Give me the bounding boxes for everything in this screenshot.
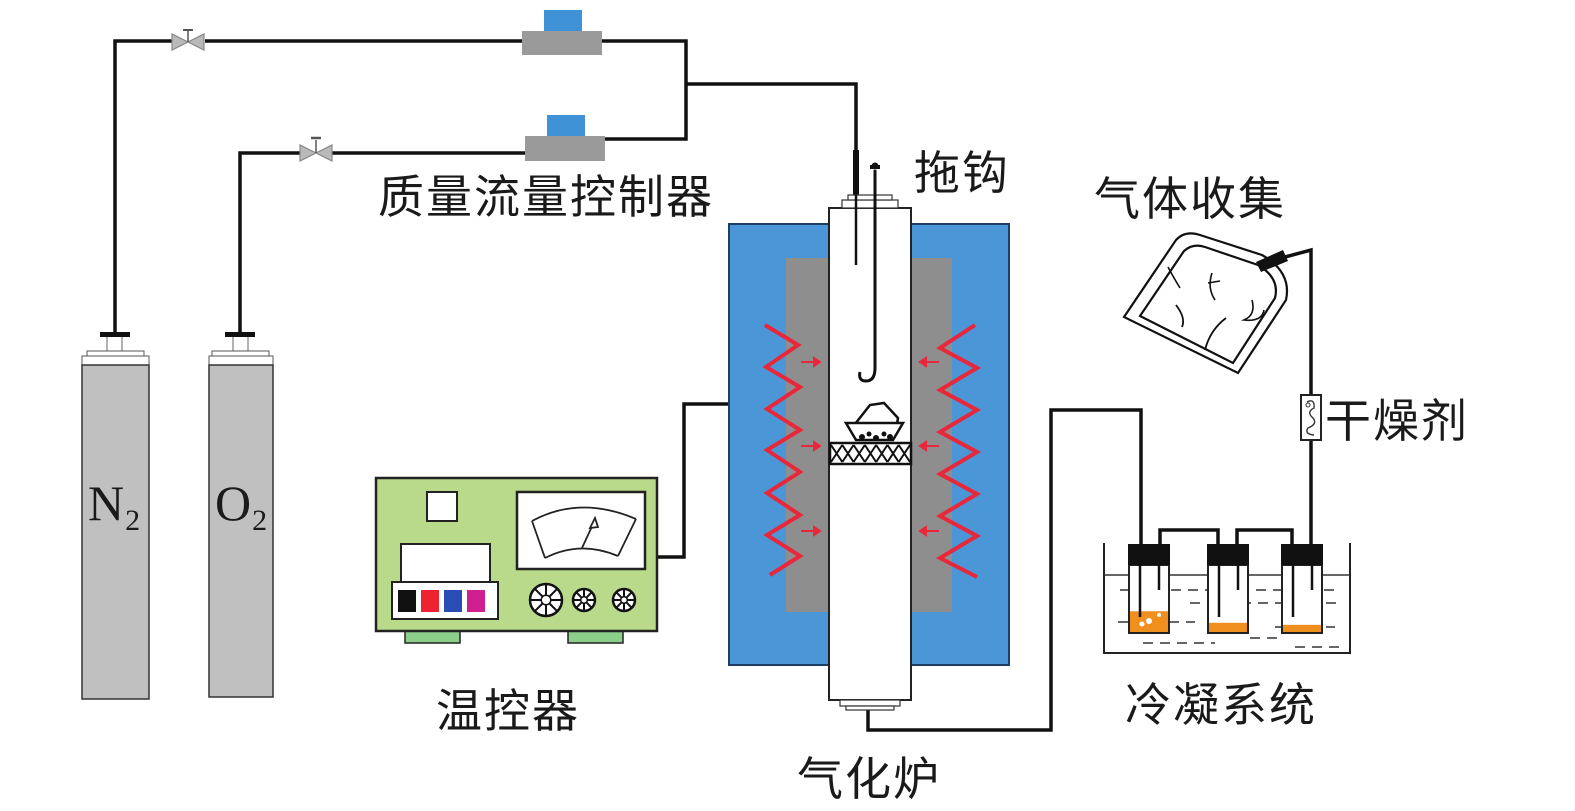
knob-icon[interactable] bbox=[528, 582, 564, 618]
valve-body-left bbox=[299, 144, 318, 162]
mass-flow-controller-n2 bbox=[522, 10, 602, 55]
controller-color-button[interactable] bbox=[421, 590, 439, 612]
controller-knobs[interactable] bbox=[528, 582, 637, 618]
condensation-system bbox=[1103, 543, 1351, 654]
label-drag-hook: 拖钩 bbox=[914, 146, 1010, 200]
meter-gauge-icon bbox=[531, 506, 637, 559]
gasifier-furnace bbox=[728, 162, 1010, 711]
controller-indicator-window bbox=[426, 491, 458, 522]
controller-color-button[interactable] bbox=[467, 590, 485, 612]
controller-color-buttons bbox=[398, 590, 485, 612]
condensate-liquid bbox=[1283, 624, 1321, 632]
o2-pipe bbox=[238, 151, 300, 332]
gas-bag-valve bbox=[1256, 250, 1288, 272]
knob-icon[interactable] bbox=[571, 587, 597, 613]
o2-element: O bbox=[215, 475, 252, 531]
label-gasifier: 气化炉 bbox=[797, 752, 941, 806]
gas-piping bbox=[113, 39, 1313, 732]
gas-collection-bag-icon[interactable] bbox=[1122, 232, 1289, 375]
condenser-bottle bbox=[1207, 544, 1249, 634]
cold-bath bbox=[1103, 543, 1351, 654]
heat-arrows bbox=[801, 356, 939, 537]
cylinder-valve-handle bbox=[100, 332, 130, 337]
heater-coil-right bbox=[935, 323, 982, 579]
condenser-bottle bbox=[1281, 544, 1323, 634]
temperature-controller bbox=[374, 476, 659, 644]
n2-pipe bbox=[113, 39, 175, 332]
controller-meter bbox=[515, 490, 647, 571]
n2-element: N bbox=[88, 475, 125, 531]
heater-coil-left bbox=[762, 323, 804, 577]
reactor-top-cap bbox=[847, 194, 893, 201]
cylinder-body bbox=[81, 364, 150, 700]
mass-flow-controller-o2 bbox=[525, 115, 605, 161]
cylinder-valve-handle bbox=[225, 332, 255, 337]
condenser-link-2 bbox=[1235, 528, 1294, 548]
thermocouple-wire bbox=[658, 402, 765, 559]
gasifier-outlet-pipe bbox=[866, 408, 1143, 732]
sample-basket-icon bbox=[843, 401, 906, 442]
controller-color-button[interactable] bbox=[444, 590, 462, 612]
drag-hook-icon[interactable] bbox=[858, 162, 880, 383]
n2-valve[interactable] bbox=[171, 29, 205, 51]
label-o2: O2 bbox=[215, 478, 267, 536]
valve-body-left bbox=[171, 33, 190, 51]
o2-valve[interactable] bbox=[299, 136, 333, 162]
o2-cylinder bbox=[208, 332, 274, 698]
condenser-bottles bbox=[1128, 544, 1323, 634]
mfc-display bbox=[544, 10, 582, 31]
condenser-to-bag-pipe bbox=[1284, 247, 1313, 548]
knob-icon[interactable] bbox=[611, 587, 637, 613]
label-temperature-controller: 温控器 bbox=[436, 684, 580, 738]
label-mass-flow-controller: 质量流量控制器 bbox=[378, 170, 714, 224]
controller-display bbox=[400, 543, 491, 585]
label-gas-collection: 气体收集 bbox=[1094, 172, 1286, 226]
mfc-display bbox=[547, 115, 585, 136]
valve-body-right bbox=[314, 144, 333, 162]
desiccant-tube-icon bbox=[1300, 394, 1322, 441]
reactor-bottom-cap bbox=[845, 705, 895, 711]
condensate-liquid bbox=[1209, 622, 1247, 632]
mfc-merge-pipe bbox=[601, 39, 688, 141]
label-n2: N2 bbox=[88, 478, 140, 536]
controller-color-button[interactable] bbox=[398, 590, 416, 612]
condenser-bottle bbox=[1128, 544, 1170, 634]
o2-subscript: 2 bbox=[252, 504, 268, 537]
condenser-link-1 bbox=[1158, 528, 1220, 548]
mfc-body bbox=[522, 31, 602, 55]
valve-body-right bbox=[186, 33, 205, 51]
n2-subscript: 2 bbox=[125, 504, 141, 537]
n2-cylinder bbox=[81, 332, 150, 700]
label-desiccant: 干燥剂 bbox=[1325, 394, 1469, 448]
cylinder-body bbox=[208, 364, 274, 698]
label-condensation-system: 冷凝系统 bbox=[1125, 678, 1317, 732]
mfc-body bbox=[525, 136, 605, 161]
support-grate bbox=[828, 441, 913, 466]
